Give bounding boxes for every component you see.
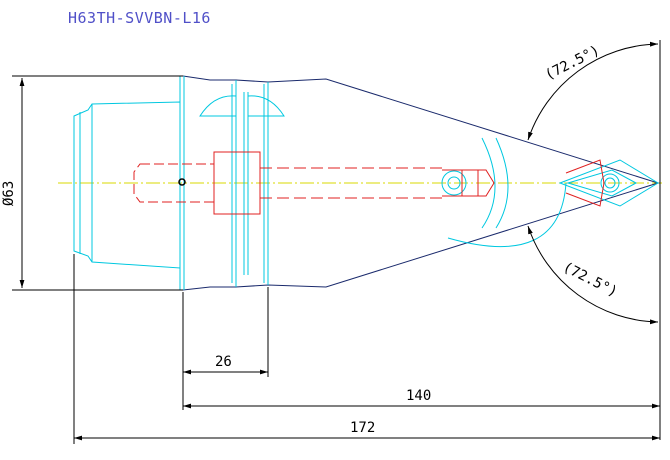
coolant-hole	[178, 178, 186, 186]
dimension-172	[73, 254, 660, 444]
length-140-label: 140	[406, 388, 431, 404]
dimension-diameter	[12, 75, 183, 291]
length-172-label: 172	[350, 420, 375, 436]
length-26-label: 26	[215, 354, 232, 370]
dimension-26	[182, 287, 269, 410]
diameter-label: Ø63	[1, 181, 17, 206]
drawing-title: H63TH-SVVBN-L16	[68, 9, 211, 27]
hidden-features	[133, 151, 605, 215]
holder-body	[73, 76, 659, 290]
angle-bottom-label: (72.5°)	[560, 259, 620, 300]
dimension-angles	[527, 40, 661, 326]
angle-top-label: (72.5°)	[543, 43, 603, 84]
